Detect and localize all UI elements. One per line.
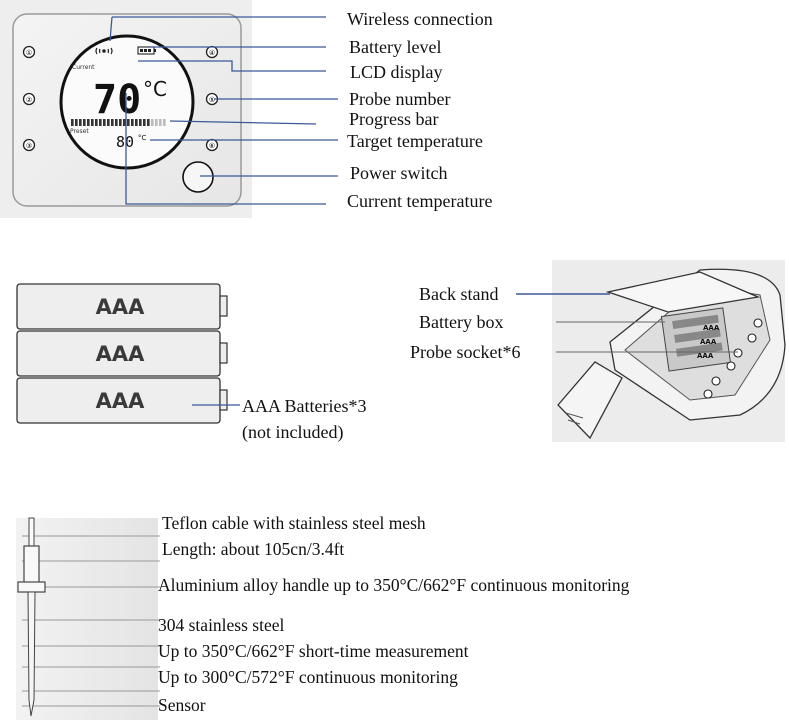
progress-segment [91,119,94,126]
probe-number-3: ③ [26,142,32,150]
progress-segment [99,119,102,126]
progress-segment [75,119,78,126]
progress-segment [147,119,150,126]
battery-cover [557,361,623,440]
label-battery-level: Battery level [349,37,442,57]
box-tag-1: AAA [703,324,720,332]
progress-segment [107,119,110,126]
label-continuous-monitoring: Up to 300°C/572°F continuous monitoring [158,667,458,687]
probe-shaft [27,591,36,717]
progress-segment [87,119,90,126]
target-temperature-readout: 80 [116,133,134,151]
target-temperature-unit: °C [138,134,147,142]
battery-level-icon [137,46,156,55]
label-progress-bar: Progress bar [349,109,439,129]
wireless-icon [95,47,113,55]
label-wireless-connection: Wireless connection [347,9,493,29]
label-target-temperature: Target temperature [347,131,483,151]
progress-segment [139,119,142,126]
current-temperature-readout: 70 [93,77,141,123]
probe-number-5: ⑤ [209,96,215,104]
progress-segment [143,119,146,126]
current-temperature-unit: °C [143,77,167,101]
box-tag-3: AAA [697,352,714,360]
progress-bar [71,119,166,126]
battery-1-label: AAA [96,295,146,319]
current-caption: Current [72,64,95,71]
battery-2-label: AAA [96,342,146,366]
probe-marker-2 [22,92,36,106]
probe-number-2: ② [26,96,32,104]
probe-number-markers: ① ② ③ ④ ⑤ ⑥ [22,45,219,152]
label-teflon-cable: Teflon cable with stainless steel mesh [162,513,426,533]
preset-caption: Preset [70,128,89,135]
probe-marker-3 [22,138,36,152]
label-not-included: (not included) [242,422,344,442]
progress-segment [127,119,130,126]
label-aaa-batteries: AAA Batteries*3 [242,396,367,416]
label-battery-box: Battery box [419,312,504,332]
progress-segment [83,119,86,126]
probe-number-6: ⑥ [209,142,215,150]
progress-segment [71,119,74,126]
progress-segment [111,119,114,126]
aaa-batteries: AAA AAA AAA [16,283,240,424]
progress-segment [151,119,154,126]
probe-marker-1 [22,45,36,59]
progress-segment [131,119,134,126]
power-switch [182,161,214,193]
probe-diagram [16,517,160,720]
box-tag-2: AAA [700,338,717,346]
panel1-leader-lines [109,16,338,205]
progress-segment [123,119,126,126]
label-aluminium-handle: Aluminium alloy handle up to 350°C/662°F… [158,575,630,595]
probe-cable [28,517,35,547]
label-short-time-measurement: Up to 350°C/662°F short-time measurement [158,641,469,661]
label-probe-number: Probe number [349,89,451,109]
label-cable-length: Length: about 105cn/3.4ft [162,539,345,559]
device-back: AAA AAA AAA [516,260,786,442]
label-lcd-display: LCD display [350,62,443,82]
probe-number-4: ④ [209,49,215,57]
probe-number-1: ① [26,49,32,57]
thermometer-front: ① ② ③ ④ ⑤ ⑥ Current 70 °C Preset [0,0,338,218]
probe-leader-lines [22,535,160,707]
progress-segment [163,119,166,126]
label-sensor: Sensor [158,695,206,715]
label-probe-socket: Probe socket*6 [410,342,521,362]
progress-segment [119,119,122,126]
progress-segment [155,119,158,126]
progress-segment [135,119,138,126]
back-stand [605,271,761,313]
progress-segment [79,119,82,126]
progress-segment [159,119,162,126]
probe-sockets [703,318,763,399]
progress-segment [115,119,118,126]
progress-segment [103,119,106,126]
battery-3-label: AAA [96,389,146,413]
label-back-stand: Back stand [419,284,499,304]
label-stainless-steel: 304 stainless steel [158,615,285,635]
progress-segment [95,119,98,126]
label-current-temperature: Current temperature [347,191,493,211]
label-power-switch: Power switch [350,163,448,183]
